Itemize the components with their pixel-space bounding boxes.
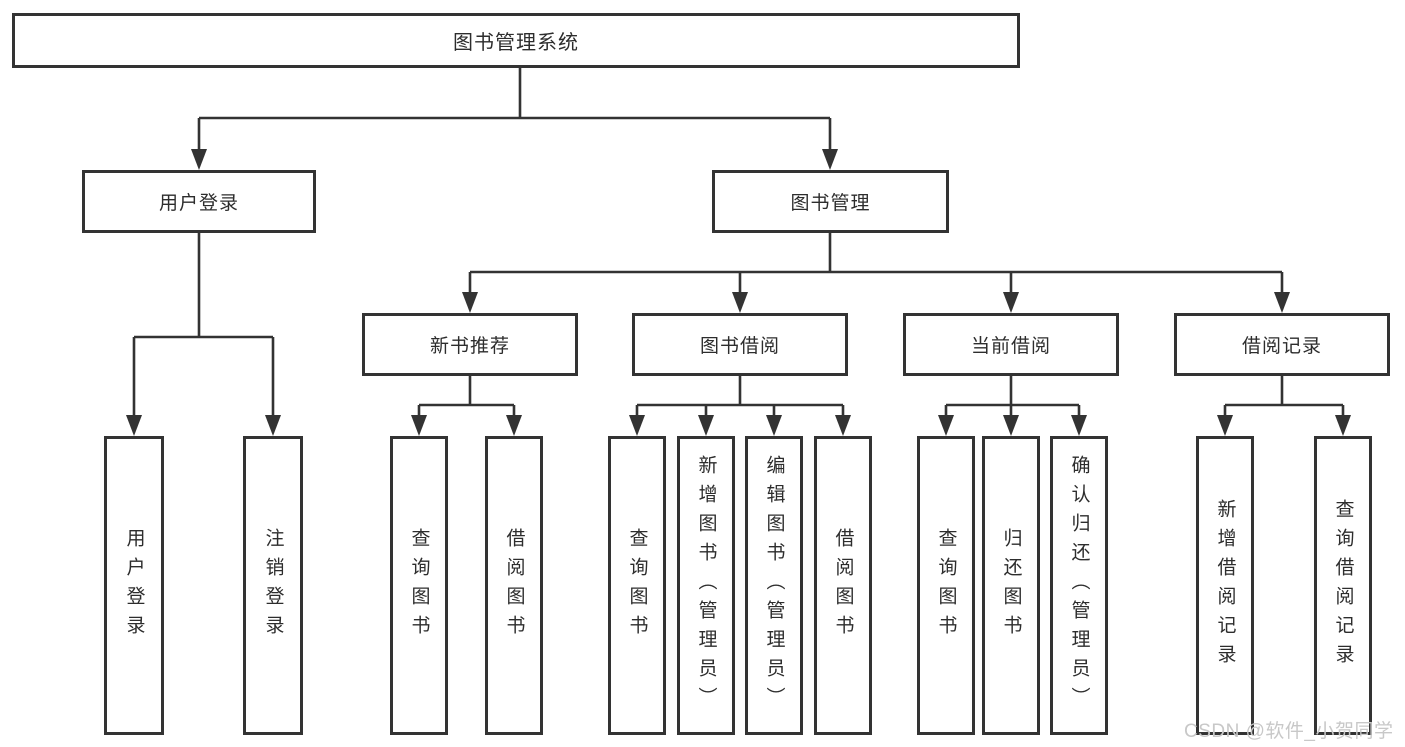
- connector-book-mgmt-children: [462, 233, 1290, 313]
- node-leaf-add-books-admin: 新增图书（管理员）: [677, 436, 735, 735]
- node-leaf-query-borrow-record: 查询借阅记录: [1314, 436, 1372, 735]
- node-borrowing-records: 借阅记录: [1174, 313, 1390, 376]
- connector-root-to-level2: [191, 68, 838, 170]
- csdn-watermark: CSDN @软件_小贺同学: [1184, 721, 1394, 742]
- node-leaf-query-books-borrow: 查询图书: [608, 436, 666, 735]
- node-leaf-return-books: 归还图书: [982, 436, 1040, 735]
- node-current-borrowing: 当前借阅: [903, 313, 1119, 376]
- connector-user-login-children: [126, 233, 281, 436]
- node-leaf-query-books-current: 查询图书: [917, 436, 975, 735]
- node-book-management-module: 图书管理: [712, 170, 949, 233]
- connector-new-book-children: [411, 376, 522, 436]
- node-leaf-add-borrow-record: 新增借阅记录: [1196, 436, 1254, 735]
- node-user-login-module: 用户登录: [82, 170, 316, 233]
- node-root-library-system: 图书管理系统: [12, 13, 1020, 68]
- node-leaf-borrow-books-recommend: 借阅图书: [485, 436, 543, 735]
- node-book-borrowing: 图书借阅: [632, 313, 848, 376]
- node-leaf-logout: 注销登录: [243, 436, 303, 735]
- connector-current-borrow-children: [938, 376, 1087, 436]
- node-new-book-recommend: 新书推荐: [362, 313, 578, 376]
- node-leaf-query-books-recommend: 查询图书: [390, 436, 448, 735]
- node-leaf-borrow-books: 借阅图书: [814, 436, 872, 735]
- connector-borrow-record-children: [1217, 376, 1351, 436]
- node-leaf-edit-books-admin: 编辑图书（管理员）: [745, 436, 803, 735]
- node-leaf-confirm-return-admin: 确认归还（管理员）: [1050, 436, 1108, 735]
- connector-book-borrow-children: [629, 376, 851, 436]
- node-leaf-user-login: 用户登录: [104, 436, 164, 735]
